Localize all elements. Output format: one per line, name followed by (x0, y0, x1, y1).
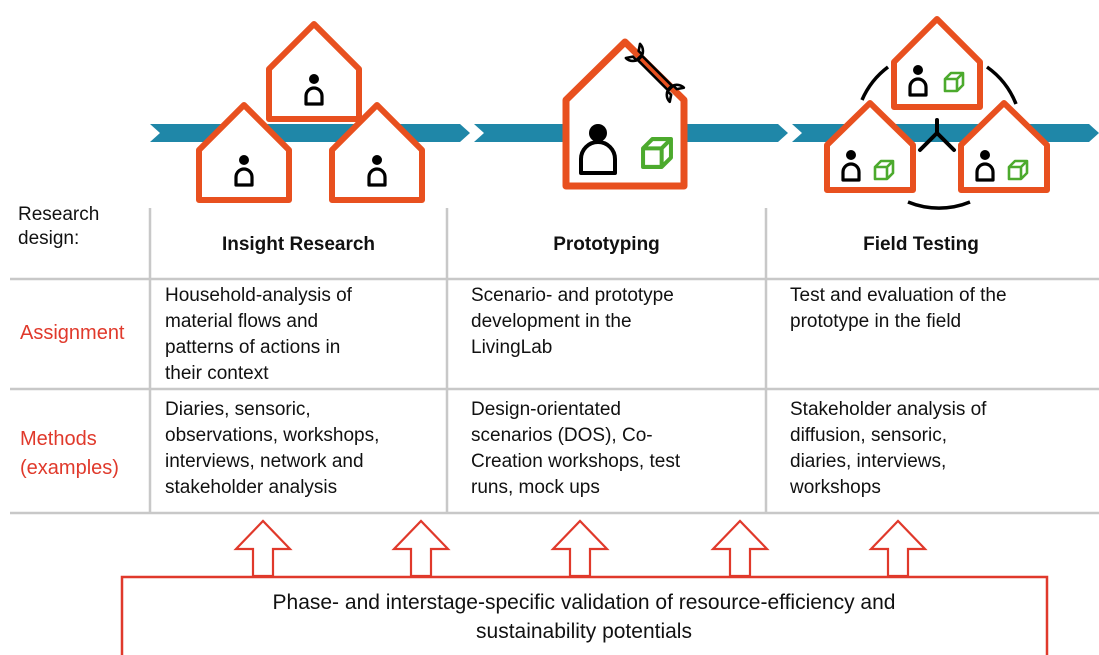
phase-title-insight-research: Insight Research (221, 234, 376, 255)
validation-text: Phase- and interstage-specific validatio… (272, 591, 896, 643)
up-arrow (710, 519, 770, 578)
cell-methods-prototyping: Design-orientated scenarios (DOS), Co- C… (471, 399, 681, 498)
up-arrow (391, 519, 451, 578)
cell-methods-field: Stakeholder analysis of diffusion, senso… (790, 399, 987, 498)
up-arrow (233, 519, 293, 578)
cell-assignment-field: Test and evaluation of the prototype in … (790, 285, 1007, 332)
phase-title-prototyping: Prototyping (553, 234, 660, 255)
validation-box (120, 575, 1049, 655)
timeline-segment-1 (150, 124, 470, 142)
table-grid (10, 208, 1099, 515)
cell-assignment-prototyping: Scenario- and prototype development in t… (471, 285, 674, 358)
cell-methods-insight: Diaries, sensoric, observations, worksho… (165, 399, 380, 498)
cell-assignment-insight: Household-analysis of material flows and… (165, 285, 352, 384)
house-person-tool-icon (562, 38, 688, 190)
up-arrow (868, 519, 928, 578)
research-design-label: Research design: (18, 204, 100, 249)
wrench-icon (624, 42, 686, 104)
phase-title-field-testing: Field Testing (863, 234, 979, 255)
up-arrow (550, 519, 610, 578)
row-label-assignment: Assignment (20, 322, 125, 344)
row-label-methods: Methods (examples) (20, 428, 119, 479)
validation-arrows (233, 519, 928, 578)
house-people-icon (196, 21, 425, 203)
houses-network-icon (824, 16, 1050, 210)
